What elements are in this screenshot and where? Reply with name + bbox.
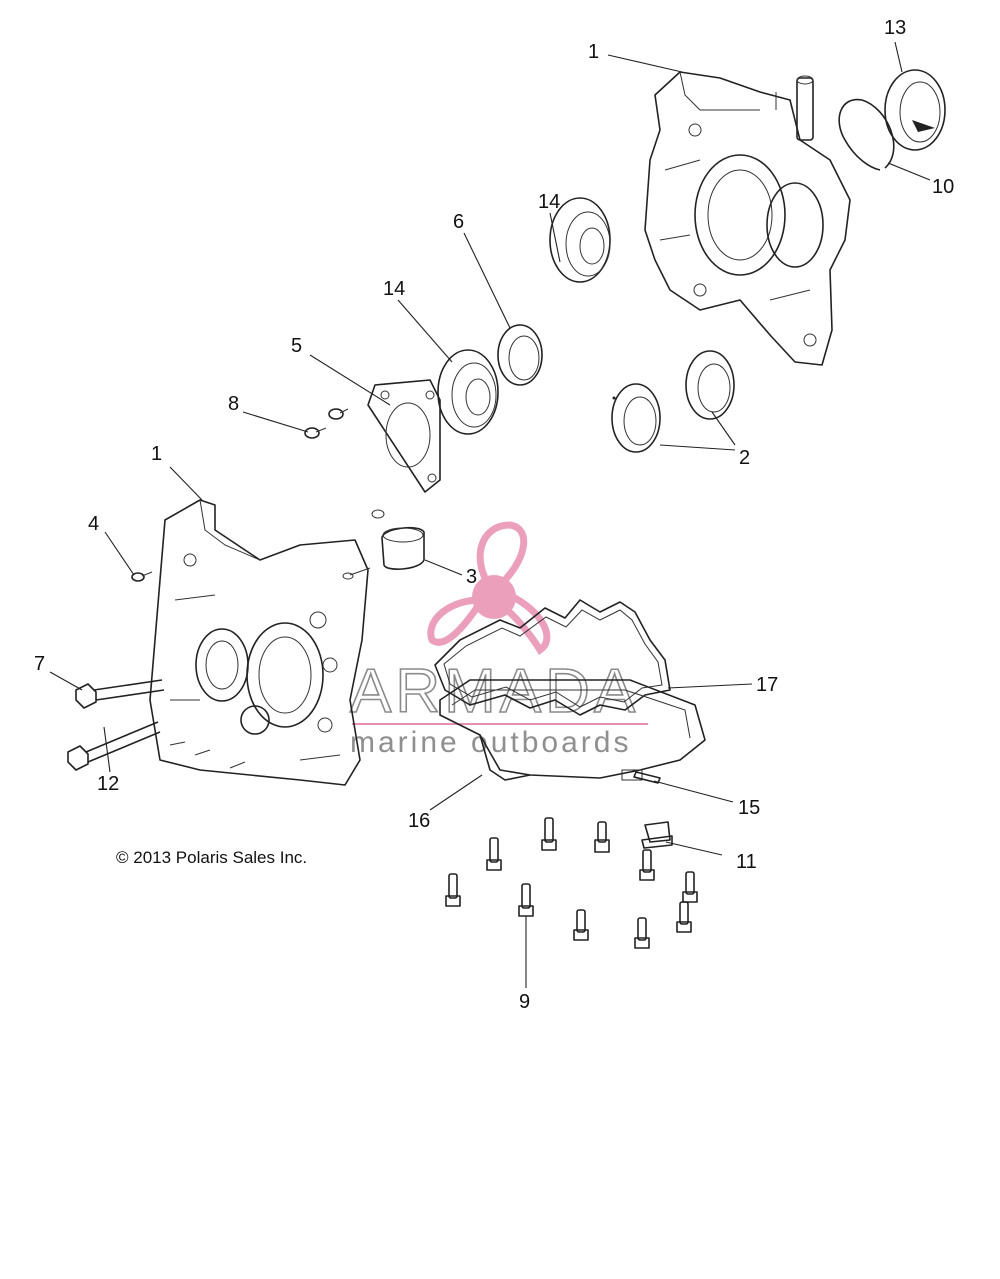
oil-pan-bolts xyxy=(445,817,698,949)
callout-14-top: 14 xyxy=(538,191,560,213)
oil-pan-gasket xyxy=(434,599,671,716)
callout-17: 17 xyxy=(756,674,778,696)
bushing-3 xyxy=(371,509,425,570)
callout-16: 16 xyxy=(408,810,430,832)
bearing-14-left xyxy=(437,349,499,435)
callout-2: 2 xyxy=(739,447,750,469)
bushing-6 xyxy=(497,324,543,386)
callout-5: 5 xyxy=(291,335,302,357)
bearing-2-lower xyxy=(611,383,661,453)
crankcase-half-left xyxy=(149,499,369,786)
callout-15: 15 xyxy=(738,797,760,819)
callout-3: 3 xyxy=(466,566,477,588)
bearing-retainer-plate xyxy=(367,379,441,493)
bearing-14-top xyxy=(549,197,611,283)
callout-1-left: 1 xyxy=(151,443,162,465)
screw-pair-8 xyxy=(304,408,349,439)
dipstick-pin-15 xyxy=(633,771,661,784)
callout-8: 8 xyxy=(228,393,239,415)
callout-4: 4 xyxy=(88,513,99,535)
bolt-7 xyxy=(75,679,165,709)
callout-12: 12 xyxy=(97,773,119,795)
watermark-brand: ARMADA xyxy=(350,657,639,726)
callout-13: 13 xyxy=(884,17,906,39)
callout-9: 9 xyxy=(519,991,530,1013)
leader-lines xyxy=(49,41,931,988)
callout-14-left: 14 xyxy=(383,278,405,300)
callout-7: 7 xyxy=(34,653,45,675)
callout-1-top: 1 xyxy=(588,41,599,63)
oil-seal xyxy=(884,69,946,151)
crankcase-half-right xyxy=(644,71,851,366)
copyright-notice: © 2013 Polaris Sales Inc. xyxy=(116,848,307,867)
small-studs-left xyxy=(169,567,371,769)
watermark-logo: ARMADA marine outboards xyxy=(349,521,648,759)
oil-pan xyxy=(439,679,706,781)
callout-6: 6 xyxy=(453,211,464,233)
dowel-pin-top xyxy=(775,75,814,141)
callouts: 1 13 10 14 6 14 5 8 2 1 4 3 17 7 12 16 1… xyxy=(34,17,954,1013)
bolt-12 xyxy=(67,721,161,771)
propeller-icon xyxy=(427,521,551,655)
callout-11: 11 xyxy=(736,851,757,873)
watermark-tagline: marine outboards xyxy=(350,726,631,759)
dowel-4 xyxy=(131,571,153,582)
callout-10: 10 xyxy=(932,176,954,198)
drain-plug-11 xyxy=(641,821,673,849)
bearing-2-upper xyxy=(685,350,735,420)
